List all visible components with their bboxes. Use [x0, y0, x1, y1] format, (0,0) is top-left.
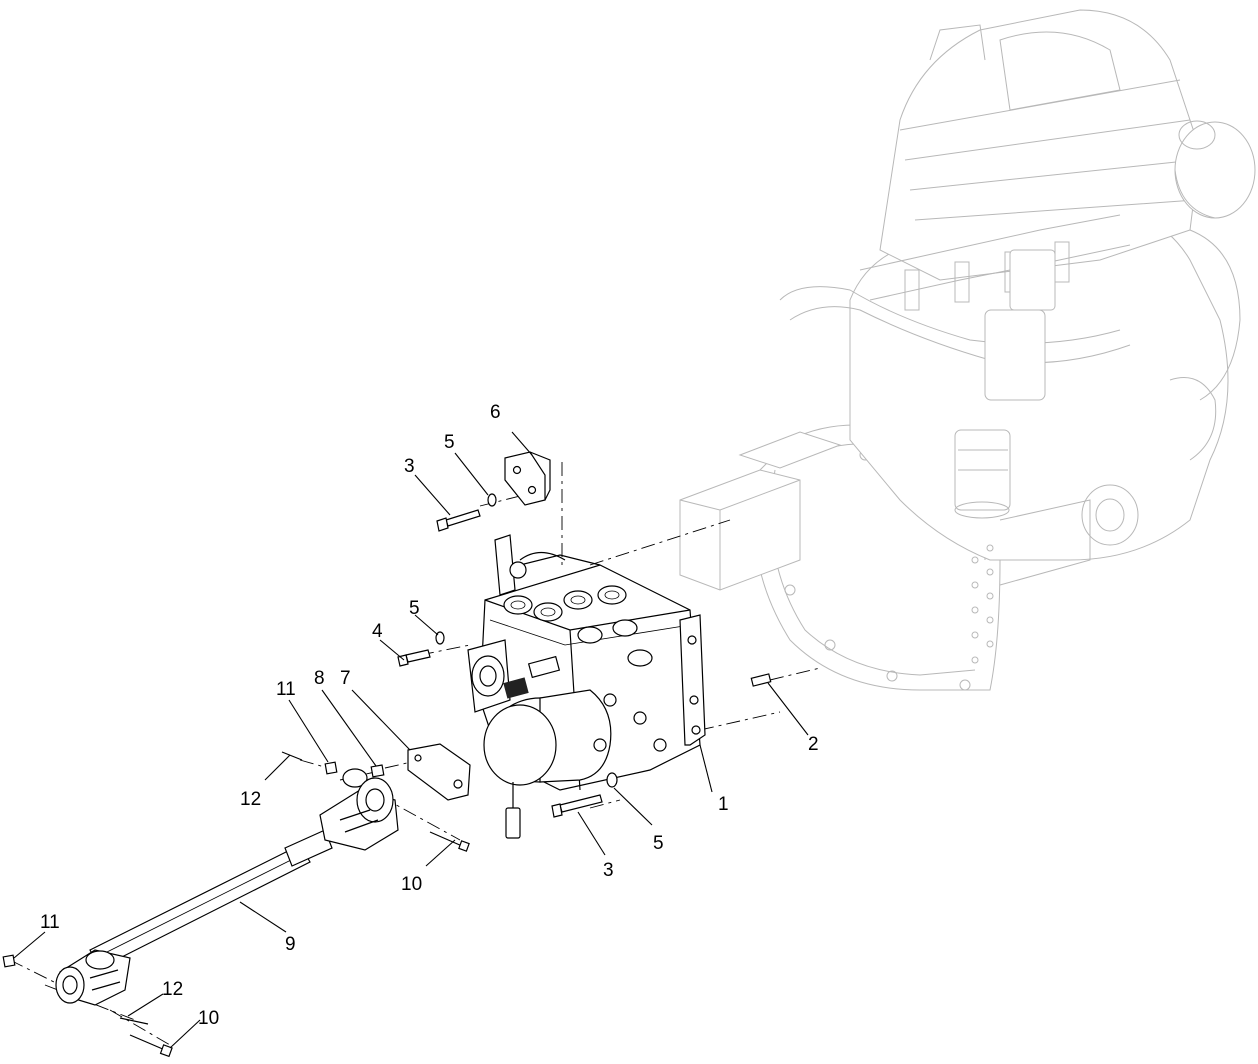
callout-3-lower: 3 [603, 860, 614, 881]
driveshaft [55, 768, 399, 1006]
callout-1: 1 [718, 794, 729, 815]
callout-10-upper: 10 [401, 874, 422, 895]
engine-phantom [679, 9, 1256, 691]
callout-5-middle: 5 [409, 598, 420, 619]
bolt-middle [397, 649, 431, 667]
nut-upper [324, 761, 338, 775]
nut-lower [2, 954, 16, 968]
pin-upper [281, 751, 303, 761]
callout-5-lower: 5 [653, 833, 664, 854]
bracket [504, 451, 551, 506]
bolt-8 [370, 764, 385, 778]
callout-5-upper: 5 [444, 432, 455, 453]
callout-3-upper: 3 [404, 456, 415, 477]
cover-plate [407, 743, 471, 801]
bolt-upper [436, 509, 481, 532]
dowel-pin [750, 673, 772, 687]
bolt-10-upper [429, 831, 470, 852]
callout-12-lower: 12 [162, 979, 183, 1000]
callout-11-lower: 11 [40, 912, 60, 933]
callout-4: 4 [372, 621, 383, 642]
callout-6: 6 [490, 402, 501, 423]
washer-lower [606, 772, 618, 788]
bolt-lower [551, 794, 603, 818]
callout-2: 2 [808, 734, 819, 755]
leader-lines [13, 431, 809, 1049]
hydraulic-pump [467, 534, 706, 839]
callout-12-upper: 12 [240, 789, 261, 810]
callout-11-upper: 11 [276, 679, 296, 700]
callout-labels: 1 2 3 3 4 5 5 5 6 7 8 9 10 10 11 11 12 1… [40, 402, 819, 1029]
callout-8: 8 [314, 668, 325, 689]
callout-9: 9 [285, 934, 296, 955]
pin-lower [119, 1017, 149, 1025]
callout-7: 7 [340, 668, 351, 689]
washer-upper [487, 493, 497, 507]
bolt-10-lower [129, 1034, 173, 1058]
callout-10-lower: 10 [198, 1008, 219, 1029]
